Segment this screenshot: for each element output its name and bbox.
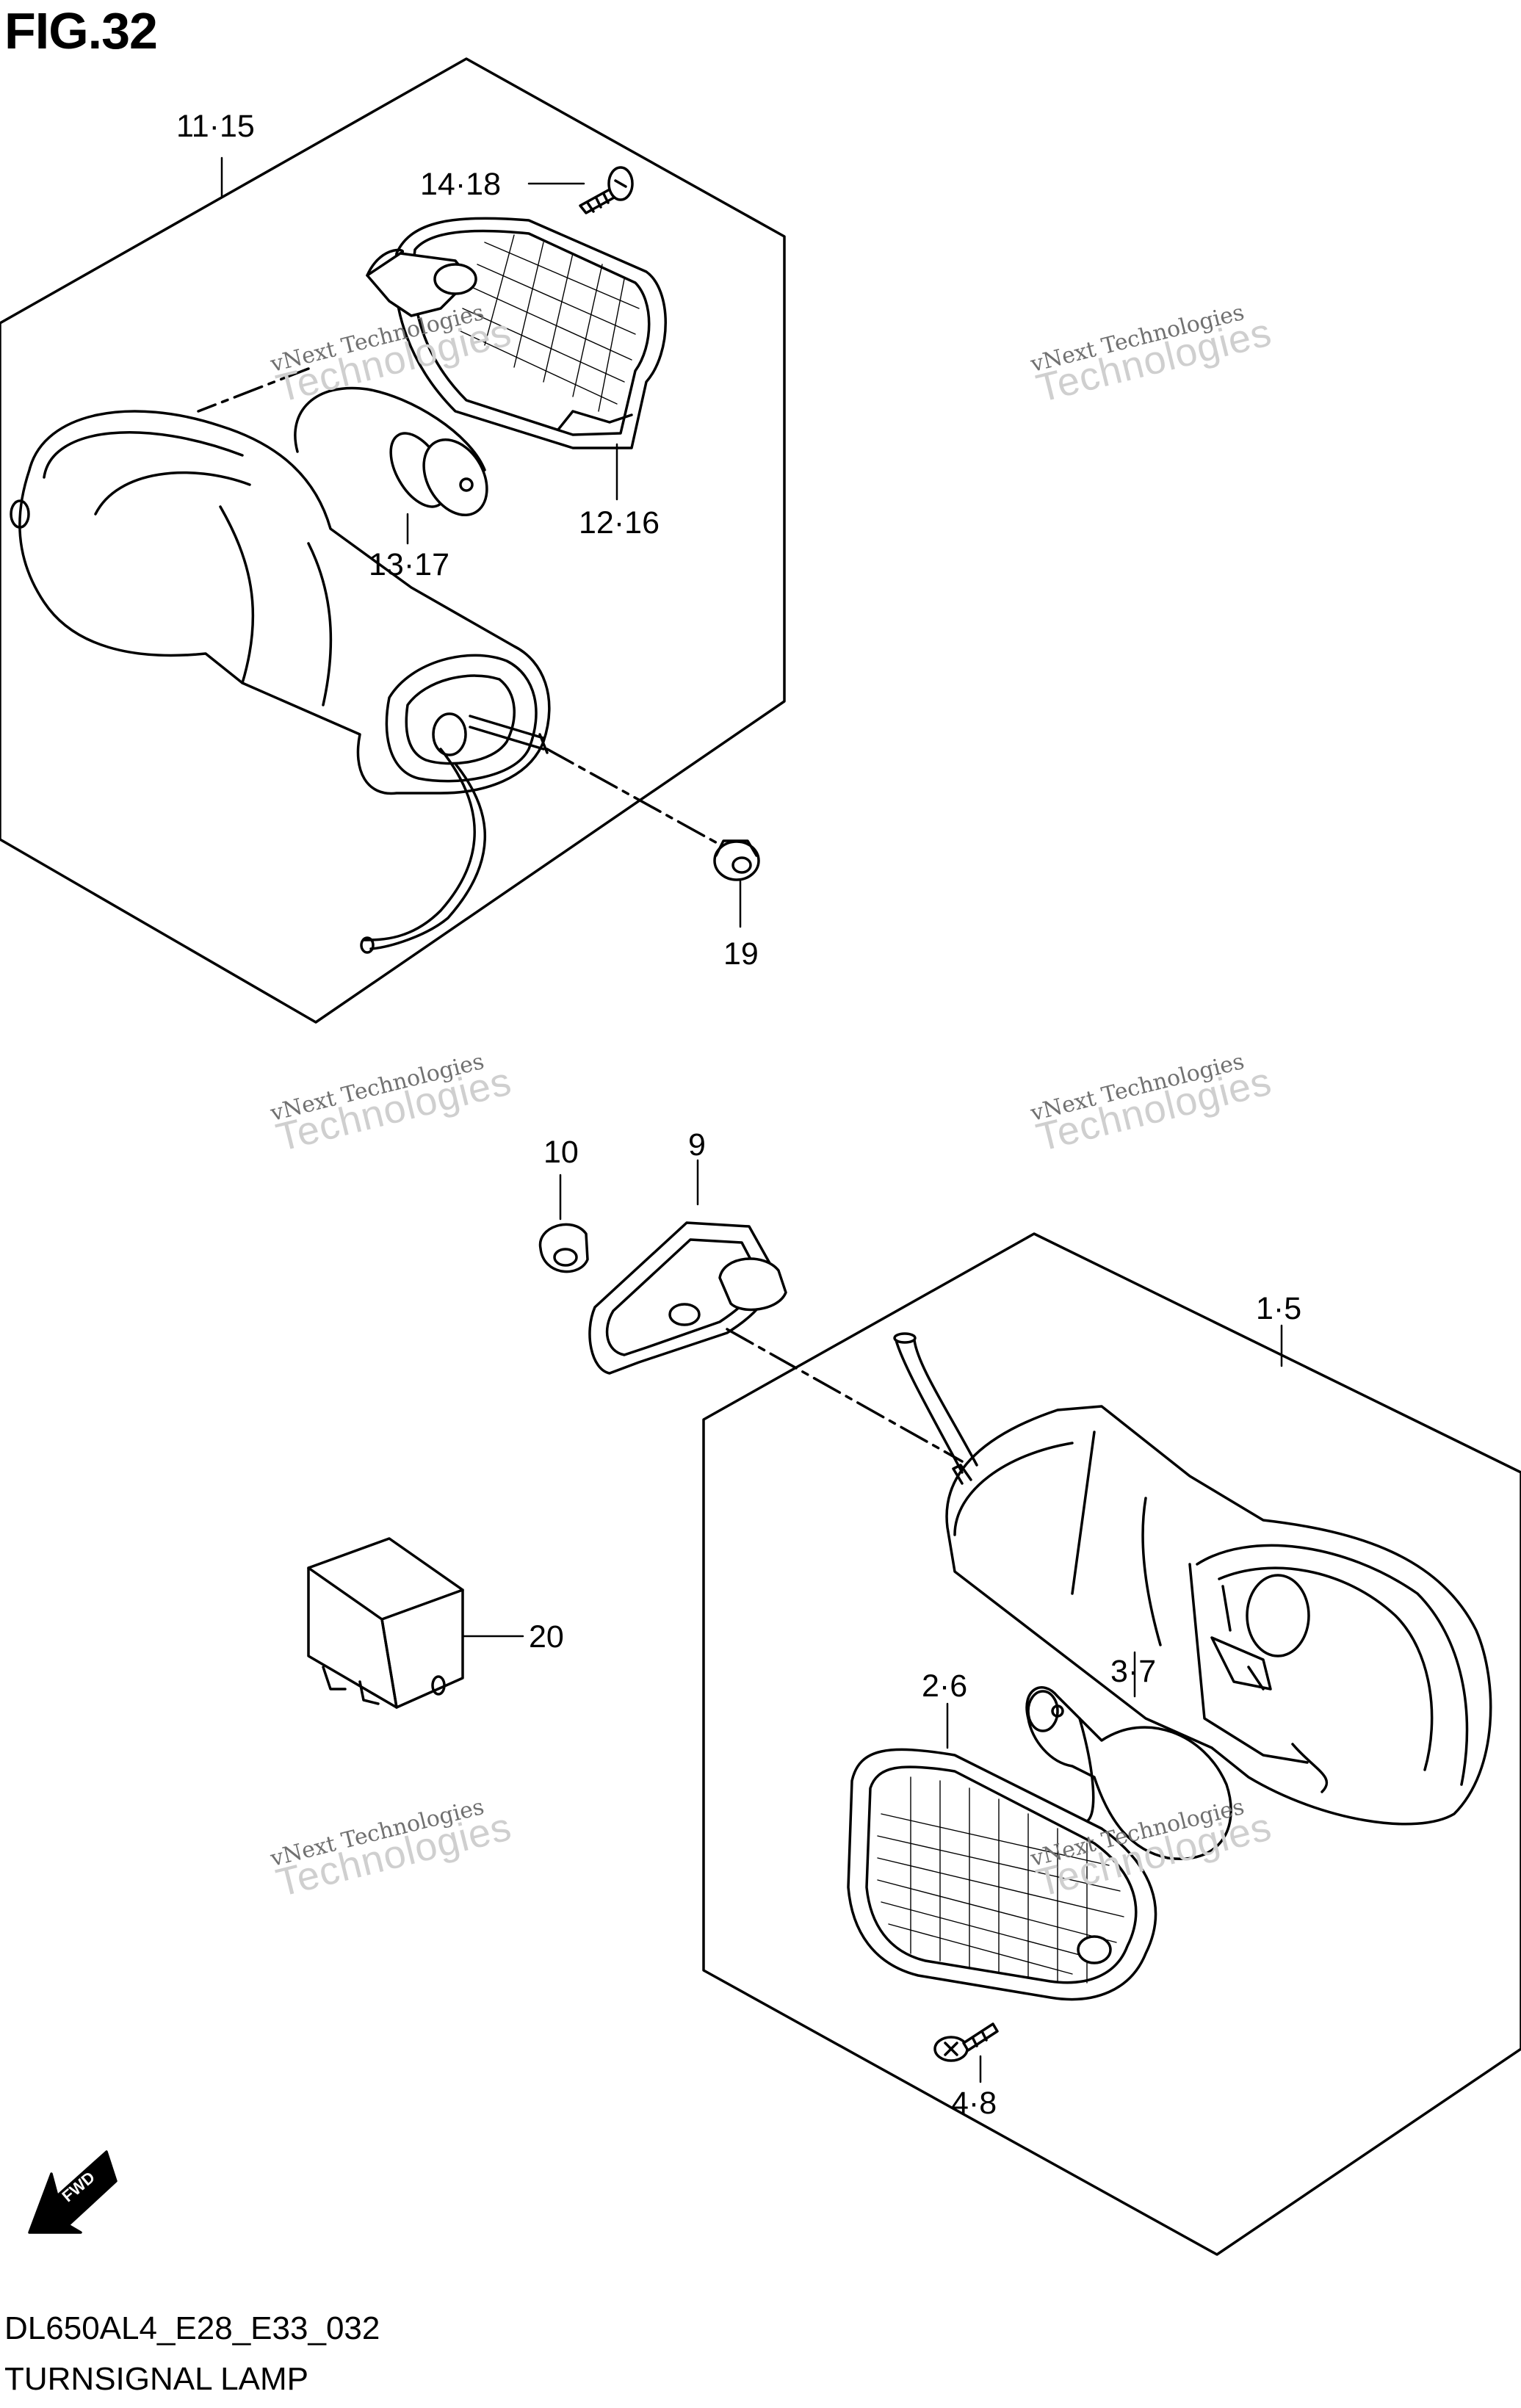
middle-nut-part <box>538 1174 589 1273</box>
lower-assembly-frame <box>702 1232 1521 2256</box>
callout-10: 10 <box>543 1135 579 1170</box>
diagram-code: DL650AL4_E28_E33_032 <box>4 2310 380 2346</box>
gasket-part <box>588 1159 787 1375</box>
diagram-caption: TURNSIGNAL LAMP <box>4 2361 309 2397</box>
callout-11-15: 11·15 <box>176 109 255 144</box>
upper-axis-dashline <box>546 748 721 846</box>
upper-assembly-frame <box>0 57 786 1024</box>
callout-3-7: 3·7 <box>1110 1654 1157 1689</box>
lower-bulb-part <box>1025 1651 1232 1860</box>
fwd-arrow-icon <box>28 2150 118 2234</box>
upper-leader-lines <box>220 156 742 928</box>
callout-14-18: 14·18 <box>420 167 501 202</box>
figure-title: FIG.32 <box>4 2 158 59</box>
lower-axis-dashline <box>726 1328 964 1463</box>
upper-bulb-dashline <box>197 367 310 413</box>
upper-screw-part <box>579 166 634 214</box>
upper-bulb-part <box>294 248 488 517</box>
callout-1-5: 1·5 <box>1256 1291 1302 1326</box>
callout-19: 19 <box>723 936 759 972</box>
callout-13-17: 13·17 <box>369 547 449 582</box>
upper-nut-part <box>713 839 760 881</box>
callout-9: 9 <box>688 1127 706 1163</box>
lower-lens-part <box>847 1702 1157 2001</box>
callout-20: 20 <box>529 1619 564 1655</box>
lower-screw-part <box>933 2022 999 2083</box>
callout-12-16: 12·16 <box>579 505 660 540</box>
callout-4-8: 4·8 <box>951 2086 997 2121</box>
lower-housing-part <box>893 1332 1492 1826</box>
relay-part <box>307 1537 524 1709</box>
upper-housing-part <box>10 410 551 954</box>
callout-2-6: 2·6 <box>922 1668 968 1704</box>
